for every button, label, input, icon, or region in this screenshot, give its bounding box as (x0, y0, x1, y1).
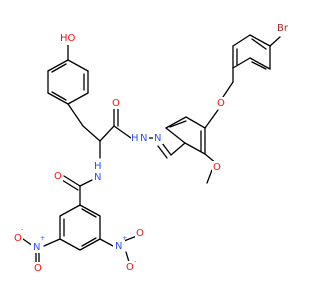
bond (67, 59, 89, 72)
bond (81, 208, 97, 218)
bond (184, 142, 206, 155)
bond (79, 204, 101, 217)
nitro-left-minus-label: - (21, 225, 24, 233)
bond (161, 142, 172, 156)
bond (249, 34, 271, 47)
bond (47, 59, 69, 72)
bond (47, 92, 69, 105)
bonds (22, 34, 281, 264)
amide-oxygen-label: O (54, 171, 62, 182)
hydrazone-nh-label: N (140, 133, 147, 144)
bond (251, 38, 267, 50)
bond (232, 57, 251, 69)
nitro-right-o-top-label: O (136, 228, 144, 239)
bond (51, 91, 67, 101)
amide-h-label: H (94, 161, 102, 172)
bond (59, 204, 81, 217)
nitro-right-minus-label: - (134, 257, 137, 265)
bond (79, 179, 93, 187)
methoxy-oxygen-label: O (213, 162, 221, 173)
bond (99, 125, 115, 142)
nitro-left-o-top-label: O (14, 233, 22, 244)
nitro-right-plus-label: + (122, 234, 127, 242)
bond (157, 145, 168, 159)
bond (204, 109, 219, 129)
bond (123, 235, 138, 242)
hydrazone-h-label: H (131, 133, 139, 144)
bond (79, 238, 101, 251)
molecule-structure: HO O N H N O Br O N H O N + O - (13, 22, 292, 274)
hydrazone-n-label: N (154, 133, 161, 144)
molecule-svg: HO O N H N O Br O N H O N + O - (13, 22, 292, 274)
nitro-right-o-bottom-label: O (126, 262, 134, 273)
nitro-left-n-label: N (33, 242, 40, 253)
hydroxyl-label: HO (60, 33, 76, 44)
bond (67, 92, 89, 105)
bond (67, 103, 84, 127)
bond (61, 179, 79, 191)
nitro-left-plus-label: + (40, 234, 45, 242)
bond (99, 238, 114, 247)
bond (170, 142, 186, 156)
bond (185, 116, 206, 129)
carbonyl-oxygen-label: O (112, 98, 120, 109)
bond (165, 127, 186, 144)
bond (51, 63, 67, 73)
bond (251, 61, 267, 70)
bond (113, 125, 132, 139)
bond (63, 175, 81, 187)
bond (232, 34, 251, 47)
nitro-right-n-label: N (115, 241, 122, 252)
bond (269, 36, 281, 47)
atom-labels: HO O N H N O Br O N H O N + O - (13, 22, 292, 274)
bond (43, 238, 61, 247)
nitro-left-o-bottom-label: O (34, 263, 42, 274)
bond (249, 57, 271, 70)
bond (165, 116, 187, 129)
bond (125, 251, 130, 263)
bond (81, 237, 97, 247)
bond (206, 169, 213, 184)
bromine-label: Br (277, 23, 289, 34)
amide-nh-label: N (94, 172, 101, 183)
bond (59, 238, 81, 251)
ether-oxygen-label: O (217, 98, 225, 109)
bond (82, 125, 101, 142)
bond (222, 81, 234, 98)
bond (169, 120, 187, 128)
